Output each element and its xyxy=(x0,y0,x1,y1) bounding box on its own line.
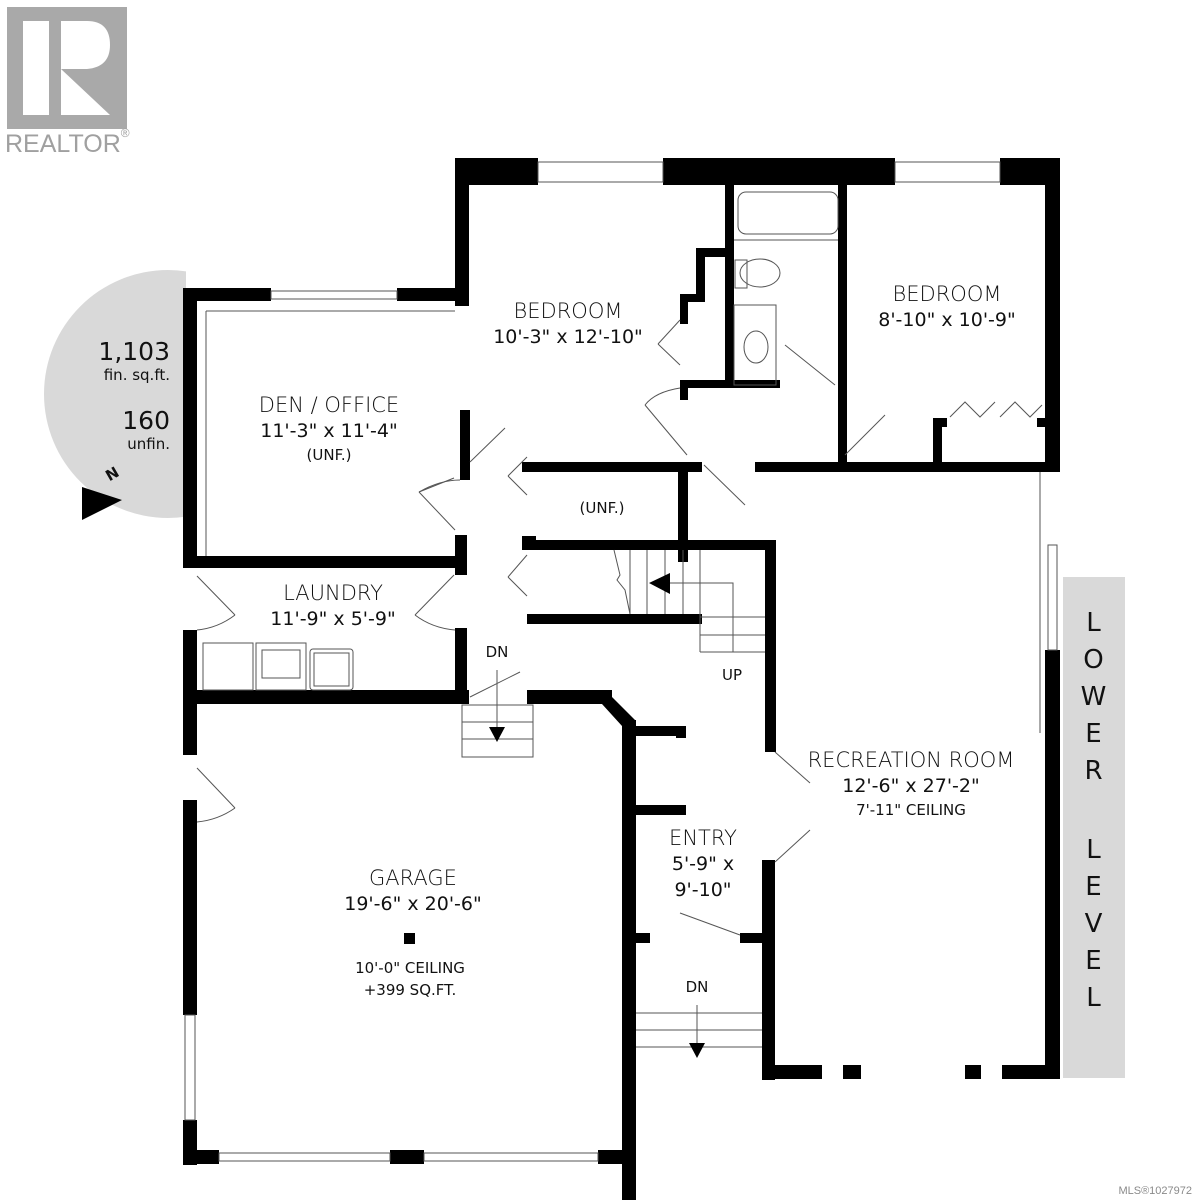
realtor-r-icon xyxy=(23,21,110,115)
stair-down-label-hall: DN xyxy=(485,643,509,661)
room-bedroom-2: BEDROOM 8'-10" x 10'-9" xyxy=(878,282,1016,331)
realtor-logo xyxy=(7,7,127,129)
garage-notes: 10'-0" CEILING +399 SQ.FT. xyxy=(355,959,465,999)
room-den: DEN / OFFICE 11'-3" x 11'-4" (UNF.) xyxy=(258,393,400,464)
room-recreation: RECREATION ROOM 12'-6" x 27'-2" 7'-11" C… xyxy=(807,748,1015,819)
room-garage: GARAGE 19'-6" x 20'-6" xyxy=(344,866,482,915)
stair-up-label: UP xyxy=(721,666,743,684)
realtor-wordmark: REALTOR® xyxy=(5,126,130,158)
mls-number: MLS®1027972 xyxy=(1118,1185,1192,1197)
fixtures xyxy=(184,161,1058,1162)
room-laundry: LAUNDRY 11'-9" x 5'-9" xyxy=(270,581,396,630)
unfinished-area: 160 unfin. xyxy=(122,406,170,454)
area-summary-circle xyxy=(44,270,186,518)
garage-post-marker xyxy=(404,933,415,944)
level-banner: L O W E R L E V E L xyxy=(1063,577,1125,1078)
entry-stair-down-arrow-icon xyxy=(689,1043,705,1058)
walls xyxy=(183,158,1060,1200)
finished-area: 1,103 fin. sq.ft. xyxy=(98,337,170,385)
room-entry: ENTRY 5'-9" x 9'-10" xyxy=(669,826,737,901)
room-bedroom-1: BEDROOM 10'-3" x 12'-10" xyxy=(493,299,643,348)
stair-down-arrow-icon xyxy=(489,727,505,742)
stair-up-arrow-icon xyxy=(649,573,670,594)
north-arrow-icon xyxy=(82,487,122,520)
room-storage: (UNF.) xyxy=(579,499,625,517)
stair-down-label-entry: DN xyxy=(685,978,709,996)
